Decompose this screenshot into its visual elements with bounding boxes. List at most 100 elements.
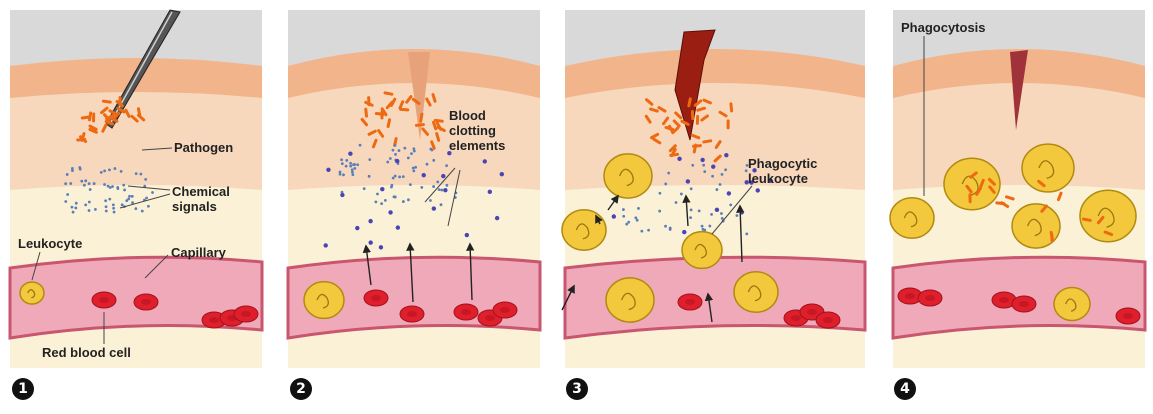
chemical-signal-dot	[389, 157, 392, 160]
chemical-signal-dot	[745, 232, 748, 235]
chemical-signal-dot	[103, 183, 106, 186]
chemical-signal-dot	[123, 189, 126, 192]
pathogen-bacterium	[727, 119, 730, 129]
chemical-signal-dot	[363, 187, 366, 190]
red-blood-cell-center	[807, 309, 817, 315]
chemical-signal-dot	[402, 200, 405, 203]
chemical-signal-dot	[88, 209, 91, 212]
chemical-signal-dot	[721, 173, 724, 176]
chemical-signal-dot	[394, 196, 397, 199]
clotting-element-dot	[612, 214, 616, 218]
chemical-signal-dot	[351, 168, 354, 171]
red-blood-cell-center	[791, 315, 801, 321]
clotting-element-dot	[686, 179, 690, 183]
chemical-signal-dot	[105, 210, 108, 213]
chemical-signal-dot	[128, 195, 131, 198]
red-blood-cell-center	[1019, 301, 1029, 307]
chemical-signal-dot	[100, 171, 103, 174]
chemical-signal-dot	[66, 173, 69, 176]
chemical-signal-dot	[634, 216, 637, 219]
chemical-signal-dot	[410, 152, 413, 155]
chemical-signal-dot	[429, 199, 432, 202]
chemical-signal-dot	[402, 175, 405, 178]
chemical-signal-dot	[71, 206, 74, 209]
tissue-below-vessel	[565, 340, 865, 368]
phagocytic-leukocyte	[1022, 144, 1074, 192]
tissue-below-vessel	[288, 340, 540, 368]
chemical-signal-dot	[127, 197, 130, 200]
chemical-signal-dot	[698, 209, 701, 212]
clotting-element-dot	[500, 172, 504, 176]
chemical-signal-dot	[398, 149, 401, 152]
chemical-signal-dot	[412, 147, 415, 150]
chemical-signal-dot	[420, 186, 423, 189]
chemical-signal-dot	[675, 201, 678, 204]
label-phagocytic-leukocyte: Phagocytic leukocyte	[748, 156, 817, 186]
step-number-3: 3	[566, 378, 588, 400]
chemical-signal-dot	[622, 208, 625, 211]
chemical-signal-dot	[445, 164, 448, 167]
chemical-signal-dot	[74, 207, 77, 210]
phagocytic-leukocyte	[562, 210, 606, 250]
chemical-signal-dot	[711, 175, 714, 178]
chemical-signal-dot	[376, 193, 379, 196]
chemical-signal-dot	[659, 192, 662, 195]
clotting-element-dot	[724, 153, 728, 157]
red-blood-cell-center	[500, 307, 510, 313]
red-blood-cell-center	[371, 295, 381, 301]
red-blood-cell-center	[461, 309, 471, 315]
chemical-signal-dot	[147, 205, 150, 208]
chemical-signal-dot	[627, 221, 630, 224]
chemical-signal-dot	[339, 171, 342, 174]
chemical-signal-dot	[69, 182, 72, 185]
clotting-element-dot	[340, 193, 344, 197]
chemical-signal-dot	[145, 197, 148, 200]
chemical-signal-dot	[398, 176, 401, 179]
chemical-signal-dot	[356, 163, 359, 166]
chemical-signal-dot	[84, 203, 87, 206]
label-pathogen: Pathogen	[174, 140, 233, 155]
chemical-signal-dot	[394, 153, 397, 156]
chemical-signal-dot	[71, 169, 74, 172]
tissue-below-vessel	[893, 340, 1145, 368]
clotting-element-dot	[380, 187, 384, 191]
clotting-element-dot	[326, 168, 330, 172]
label-blood-clotting-elements: Blood clotting elements	[449, 108, 505, 153]
chemical-signal-dot	[664, 183, 667, 186]
chemical-signal-dot	[703, 170, 706, 173]
red-blood-cell-center	[905, 293, 915, 299]
chemical-signal-dot	[403, 147, 406, 150]
clotting-element-dot	[715, 208, 719, 212]
phagocytic-leukocyte	[890, 198, 934, 238]
chemical-signal-dot	[394, 144, 397, 147]
chemical-signal-dot	[690, 187, 693, 190]
chemical-signal-dot	[64, 182, 67, 185]
chemical-signal-dot	[407, 198, 410, 201]
chemical-signal-dot	[353, 167, 356, 170]
chemical-signal-dot	[368, 175, 371, 178]
chemical-signal-dot	[680, 193, 683, 196]
chemical-signal-dot	[384, 199, 387, 202]
chemical-signal-dot	[440, 203, 443, 206]
clotting-element-dot	[488, 190, 492, 194]
label-capillary: Capillary	[171, 245, 226, 260]
chemical-signal-dot	[735, 214, 738, 217]
chemical-signal-dot	[432, 159, 435, 162]
chemical-signal-dot	[721, 217, 724, 220]
chemical-signal-dot	[131, 195, 134, 198]
step-number-4: 4	[894, 378, 916, 400]
chemical-signal-dot	[392, 149, 395, 152]
chemical-signal-dot	[647, 229, 650, 232]
chemical-signal-dot	[637, 207, 640, 210]
phagocytic-leukocyte	[604, 154, 652, 198]
chemical-signal-dot	[640, 230, 643, 233]
red-blood-cell-center	[1123, 313, 1133, 319]
leukocyte-cell	[304, 282, 344, 319]
label-phagocytosis: Phagocytosis	[901, 20, 986, 35]
chemical-signal-dot	[708, 225, 711, 228]
clotting-element-dot	[324, 243, 328, 247]
chemical-signal-dot	[122, 184, 125, 187]
clotting-element-dot	[700, 158, 704, 162]
chemical-signal-dot	[368, 158, 371, 161]
chemical-signal-dot	[120, 170, 123, 173]
